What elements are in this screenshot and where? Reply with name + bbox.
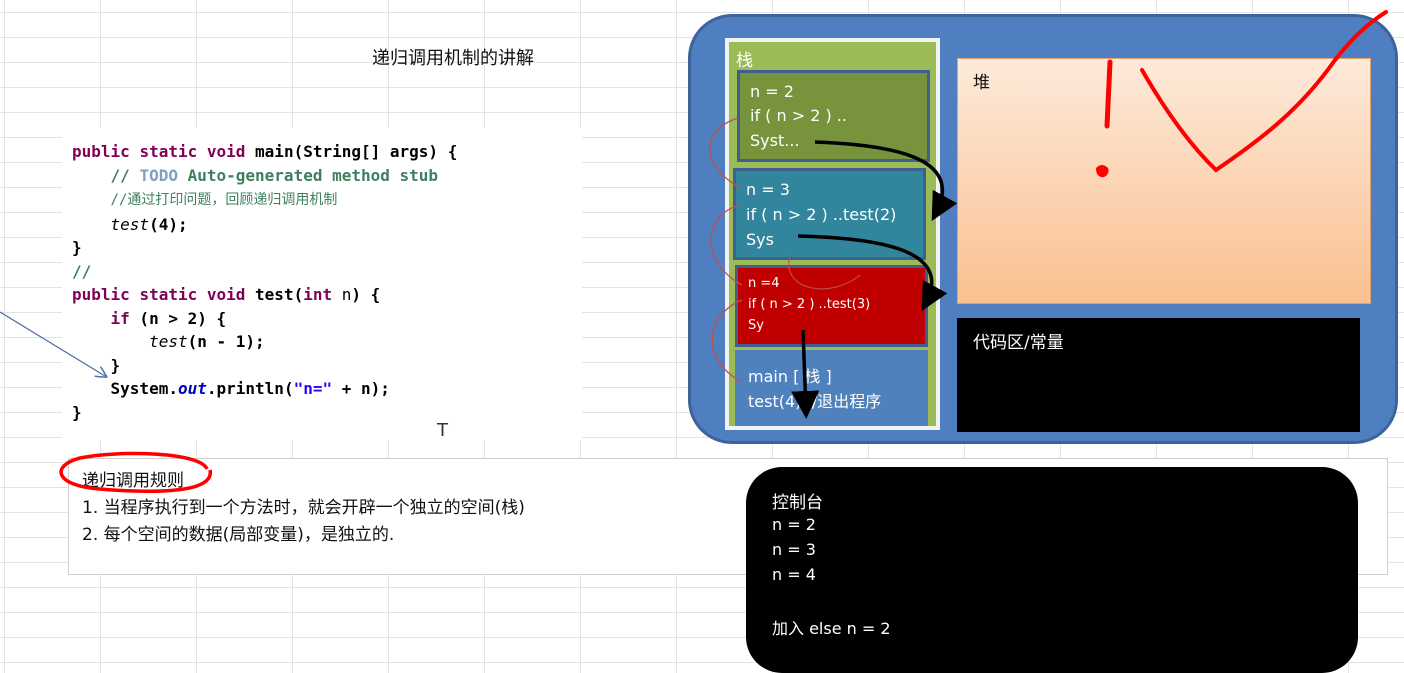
console-line: n = 4 [772,565,816,584]
frame-line: Sys [746,230,774,249]
code-panel: public static void main(String[] args) {… [62,128,582,440]
code-line-2: // TODO Auto-generated method stub [110,165,439,185]
frame-line: n = 3 [746,180,790,199]
code-line-6: // [72,261,92,281]
code-constant-area [957,318,1360,432]
frame-line: n =4 [748,276,780,291]
frame-line: Sy [748,318,764,333]
code-area-label: 代码区/常量 [973,333,1064,353]
stack-frame-main: main [ 栈 ] test(4) //退出程序 [735,350,928,426]
console-title: 控制台 [772,493,823,513]
rule-item-1: 1. 当程序执行到一个方法时，就会开辟一个独立的空间(栈) [82,498,525,518]
code-line-5: } [72,238,82,257]
stack-label: 栈 [736,51,753,71]
frame-line: test(4) //退出程序 [748,392,882,411]
code-line-4: test(4); [110,214,188,234]
code-line-12: } [72,402,82,422]
console-line: n = 2 [772,515,816,534]
rules-title: 递归调用规则 [82,471,184,491]
heap-label: 堆 [973,73,990,93]
frame-line: if ( n > 2 ) ..test(3) [748,297,871,312]
frame-line: if ( n > 2 ) ..test(2) [746,205,897,224]
code-line-7: public static void test(int n) { [72,285,381,304]
frame-line: Syst... [750,131,800,150]
code-line-8: if (n > 2) { [110,308,227,328]
page-title: 递归调用机制的讲解 [372,48,534,69]
code-block: public static void main(String[] args) {… [62,128,582,424]
frame-line: main [ 栈 ] [748,367,832,386]
console-line: 加入 else n = 2 [772,619,891,638]
code-line-9: test(n - 1); [149,332,265,351]
stack-frame-n2: n = 2 if ( n > 2 ) .. Syst... [737,70,930,162]
heap-area [957,58,1371,304]
rule-item-2: 2. 每个空间的数据(局部变量)，是独立的. [82,525,395,545]
stack-frame-n4: n =4 if ( n > 2 ) ..test(3) Sy [735,265,928,347]
code-line-1: public static void main(String[] args) { [72,142,458,161]
text-cursor: T [437,420,448,441]
code-line-3: //通过打印问题，回顾递归调用机制 [110,192,338,208]
stack-frame-n3: n = 3 if ( n > 2 ) ..test(2) Sys [733,168,926,260]
frame-line: n = 2 [750,82,794,101]
console-panel [746,467,1358,673]
code-line-10: } [110,355,121,375]
code-line-11: System.out.println("n=" + n); [110,379,390,398]
frame-line: if ( n > 2 ) .. [750,106,847,125]
console-line: n = 3 [772,540,816,559]
